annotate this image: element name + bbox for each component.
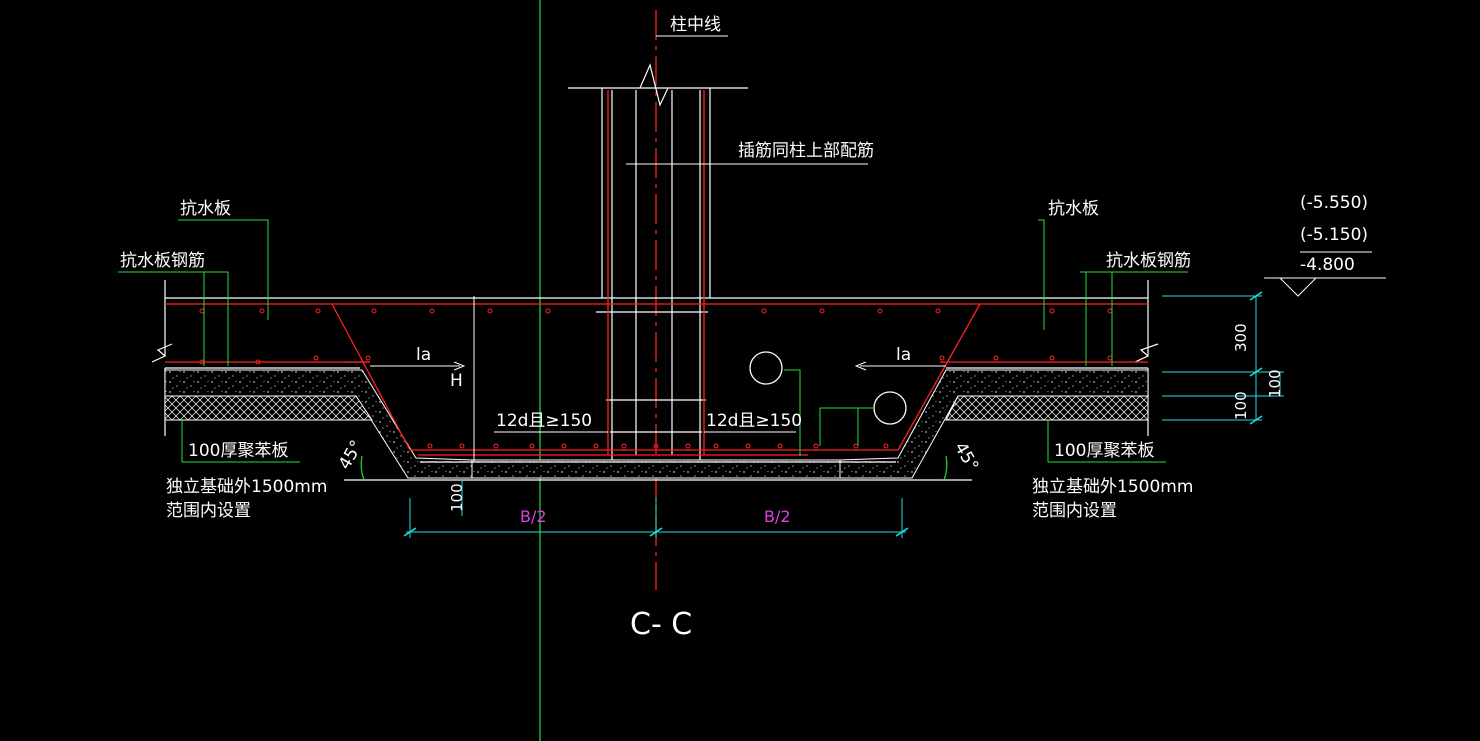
bottom-cushion [471,459,841,479]
range-label-left-1: 独立基础外1500mm [166,477,327,497]
angle-arc-right [943,455,948,481]
dowel-note-label: 插筋同柱上部配筋 [738,141,874,161]
dimension-ticks [403,291,1263,537]
dowel-length-left: 12d且≥150 [496,411,592,431]
slab-label-left: 抗水板 [180,199,231,219]
slab-label-right: 抗水板 [1048,199,1099,219]
angle-arc-left [360,455,365,481]
anchor-label-left: la [416,345,431,365]
anchor-label-right: la [896,345,911,365]
board-label-right: 100厚聚苯板 [1054,441,1154,461]
column-centerline-label: 柱中线 [670,15,721,35]
elevation-2: (-5.150) [1300,225,1368,245]
note-leaders [370,35,1386,433]
dim-layer-1: 100 [1266,369,1284,398]
rebar-dots [199,308,1113,449]
rebar-lines [165,90,1148,456]
insulation-board-left [164,395,373,421]
board-label-left: 100厚聚苯板 [188,441,288,461]
angle-label-left: 45° [335,437,367,473]
elevation-1: (-5.550) [1300,193,1368,213]
angle-label-right: 45° [950,439,982,475]
pipe-circle-2 [873,391,907,425]
range-label-left-2: 范围内设置 [166,501,251,521]
range-label-right-2: 范围内设置 [1032,501,1117,521]
slab-rebar-label-left: 抗水板钢筋 [120,251,205,271]
pipe-circle-1 [749,351,783,385]
half-width-label-left: B/2 [520,507,547,526]
range-label-right-1: 独立基础外1500mm [1032,477,1193,497]
insulation-board-right [945,395,1149,421]
slab-rebar-label-right: 抗水板钢筋 [1106,251,1191,271]
dim-bottom-layer: 100 [448,483,466,512]
dim-slab-thickness: 300 [1232,323,1250,352]
leader-lines [118,219,1188,463]
column-outline [568,63,748,460]
half-width-label-right: B/2 [764,507,791,526]
dim-layer-2: 100 [1232,391,1250,420]
dowel-length-right: 12d且≥150 [706,411,802,431]
elevation-3: -4.800 [1300,255,1355,275]
section-title: C- C [630,607,692,642]
height-label: H [450,371,463,391]
